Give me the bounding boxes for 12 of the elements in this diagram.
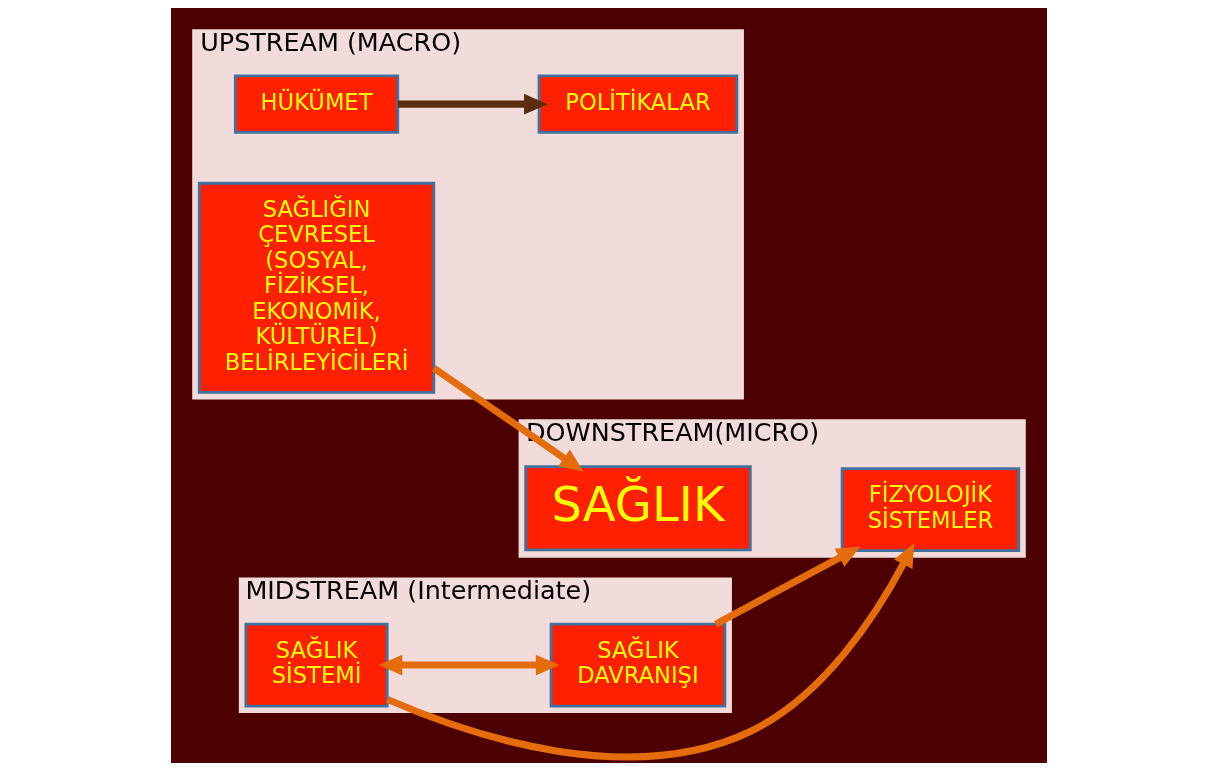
arrow — [397, 93, 548, 115]
node-box: POLİTİKALAR — [537, 74, 738, 134]
arrow — [431, 365, 583, 472]
node-box: FİZYOLOJİK SİSTEMLER — [840, 467, 1020, 553]
node-box: SAĞLIK SİSTEMİ — [243, 622, 389, 708]
node-box: SAĞLIĞIN ÇEVRESEL (SOSYAL, FİZİKSEL, EKONOMİK, KÜLTÜREL) BELİRLEYİCİLERİ — [197, 181, 435, 394]
node-box: SAĞLIK DAVRANIŞI — [549, 622, 726, 708]
node-box: HÜKÜMET — [233, 74, 399, 134]
arrow — [378, 654, 559, 676]
arrow — [713, 546, 860, 628]
arrow — [385, 543, 914, 761]
node-box: SAĞLIK — [523, 465, 752, 552]
